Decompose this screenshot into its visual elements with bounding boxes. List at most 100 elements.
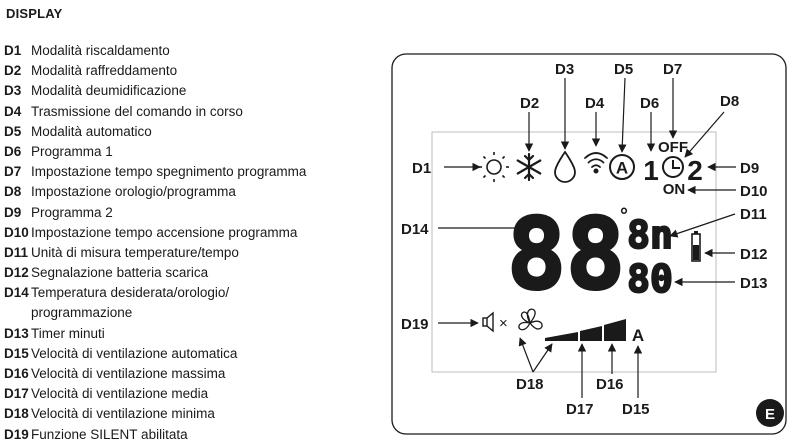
callout-label-d13: D13 [740, 275, 768, 292]
legend-code: D6 [4, 143, 22, 159]
legend-text: Modalità automatico [31, 123, 152, 139]
fan-icon [518, 308, 543, 331]
legend-code: D12 [4, 265, 29, 281]
main-temperature-digits: 88 [507, 198, 625, 312]
legend-text: Impostazione orologio/programma [31, 184, 236, 200]
legend-text: Funzione SILENT abilitata [31, 426, 188, 442]
legend-code: D8 [4, 184, 22, 200]
legend-text: Segnalazione batteria scarica [31, 265, 209, 281]
page-title: DISPLAY [6, 6, 63, 21]
legend-code: D16 [4, 366, 29, 381]
callout-arrow-d18b [532, 343, 553, 373]
callout-label-d1: D1 [412, 160, 431, 177]
off-indicator: OFF [658, 139, 688, 156]
callout-label-d15: D15 [622, 401, 650, 418]
section-badge [756, 399, 784, 427]
callout-label-d19: D19 [401, 316, 429, 333]
clock-icon [662, 156, 684, 178]
callout-label-d18: D18 [516, 376, 544, 393]
program-1-indicator: 1 [643, 155, 659, 186]
legend-code: D5 [4, 123, 22, 139]
legend-text: Velocità di ventilazione media [31, 386, 209, 402]
legend-item-continuation: programmazione [4, 303, 394, 323]
callout-label-d2: D2 [520, 95, 539, 112]
legend-code: D14 [4, 285, 29, 301]
legend-text: Velocità di ventilazione automatica [31, 345, 238, 361]
sun-icon [479, 152, 509, 182]
callout-arrow-d5 [618, 77, 627, 153]
legend-item: D7 Impostazione tempo spegnimento program… [4, 162, 394, 182]
legend-text: Modalità deumidificazione [31, 83, 187, 99]
callout-label-d10: D10 [740, 183, 768, 200]
legend-text: Programma 1 [31, 143, 113, 159]
legend-text: Modalità riscaldamento [31, 43, 170, 58]
legend-text: programmazione [31, 305, 133, 321]
callout-arrow-d11 [669, 213, 736, 238]
speaker-icon [482, 311, 494, 333]
legend-code: D2 [4, 63, 22, 79]
legend-item: D6 Programma 1 [4, 142, 394, 162]
fan-speed-medium-bar [580, 326, 602, 341]
unit-digits: 8n [627, 213, 673, 257]
fan-speed-low-bar [545, 332, 578, 341]
legend-code: D3 [4, 83, 22, 99]
callout-label-d14: D14 [401, 221, 429, 238]
callout-arrow-d8 [684, 111, 725, 158]
legend-code: D15 [4, 345, 29, 361]
callout-label-d16: D16 [596, 376, 624, 393]
legend-code: D13 [4, 325, 29, 341]
callout-label-d7: D7 [663, 61, 682, 78]
legend-item: D8 Impostazione orologio/programma [4, 182, 394, 202]
legend-text: Timer minuti [31, 325, 105, 341]
auto-mode-letter: A [616, 159, 628, 178]
legend-code: D9 [4, 204, 22, 220]
legend-text: Velocità di ventilazione massima [31, 366, 226, 381]
lcd-screen [431, 131, 717, 373]
snowflake-icon [516, 152, 542, 182]
legend-item: D3 Modalità deumidificazione [4, 81, 394, 101]
legend-text: Impostazione tempo accensione programma [31, 224, 298, 240]
legend-text: Impostazione tempo spegnimento programma [31, 164, 307, 180]
callout-label-d3: D3 [555, 61, 574, 78]
legend-item: D5 Modalità automatico [4, 122, 394, 142]
legend-item: D2 Modalità raffreddamento [4, 61, 394, 81]
legend-item: D9 Programma 2 [4, 203, 394, 223]
callout-label-d5: D5 [614, 61, 633, 78]
callout-label-d12: D12 [740, 246, 768, 263]
callout-arrow-d18a [518, 337, 534, 373]
callout-label-d11: D11 [740, 206, 767, 223]
callout-label-d4: D4 [585, 95, 605, 112]
legend-code: D1 [4, 43, 22, 58]
program-2-indicator: 2 [687, 155, 703, 186]
callout-label-d9: D9 [740, 160, 759, 177]
display-frame [391, 53, 787, 435]
legend-text: Programma 2 [31, 204, 113, 220]
legend-code: D7 [4, 164, 22, 180]
callout-label-d17: D17 [566, 401, 594, 418]
legend-text: Modalità raffreddamento [31, 63, 178, 79]
on-indicator: ON [663, 181, 686, 198]
legend-code: D18 [4, 406, 29, 422]
legend-list: D1 Modalità riscaldamento D2 Modalità raff… [4, 41, 394, 445]
section-badge-letter: E [765, 406, 775, 423]
legend-text: Trasmissione del comando in corso [31, 103, 243, 119]
legend-text: Velocità di ventilazione minima [31, 406, 215, 422]
legend-text: Temperatura desiderata/orologio/ [31, 285, 230, 301]
legend-code: D11 [4, 244, 29, 260]
fan-auto-indicator: A [632, 326, 644, 345]
legend-code: D4 [4, 103, 22, 119]
callout-label-d6: D6 [640, 95, 659, 112]
minute-digits: 80 [627, 257, 673, 301]
auto-mode-icon [609, 154, 635, 180]
battery-icon [691, 231, 701, 262]
